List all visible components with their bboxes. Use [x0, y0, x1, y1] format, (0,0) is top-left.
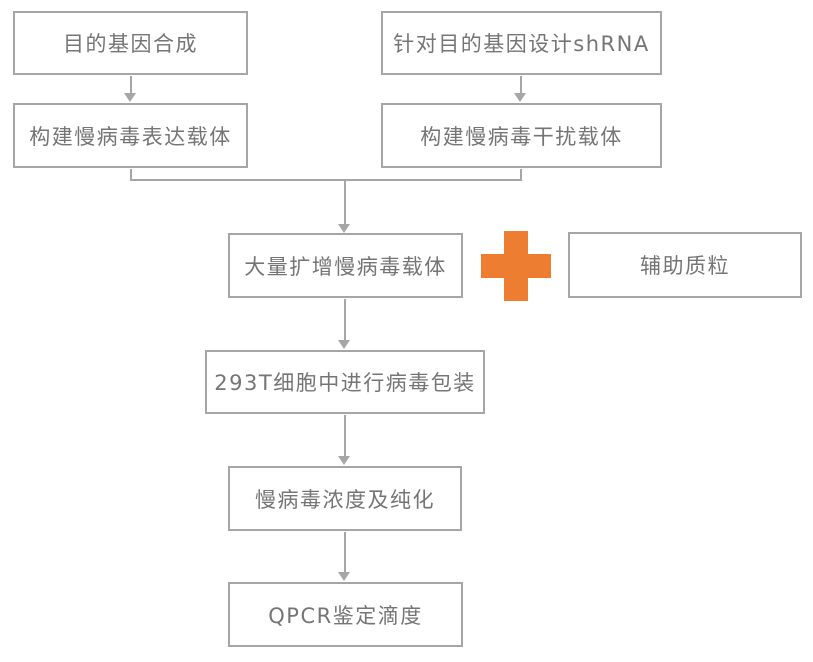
connector-line-purify-to-qpcr: [344, 532, 346, 572]
arrowhead-down-icon: [338, 572, 350, 581]
arrowhead-down-icon: [338, 224, 350, 233]
arrowhead-down-icon: [338, 340, 350, 349]
connector-stub-expression: [130, 169, 132, 181]
plus-icon-vertical-bar: [504, 231, 528, 301]
arrowhead-down-icon: [338, 456, 350, 465]
flow-node-packaging-293t: 293T细胞中进行病毒包装: [205, 350, 485, 414]
flow-node-gene-synthesis: 目的基因合成: [13, 11, 248, 75]
connector-line-amplify-to-packaging: [344, 299, 346, 340]
flow-node-helper-plasmid: 辅助质粒: [568, 232, 802, 298]
flow-node-concentrate-purify: 慢病毒浓度及纯化: [228, 466, 462, 531]
flow-node-shrna-design: 针对目的基因设计shRNA: [381, 11, 662, 75]
connector-merge-stem: [344, 181, 346, 224]
connector-line-gene-to-expression: [130, 76, 132, 94]
connector-line-shrna-to-interference: [520, 76, 522, 94]
flow-node-expression-vector: 构建慢病毒表达载体: [13, 103, 248, 168]
flow-node-amplify-vector: 大量扩增慢病毒载体: [228, 233, 463, 298]
connector-merge-horizontal: [130, 179, 522, 181]
arrowhead-down-icon: [124, 93, 136, 102]
plus-icon: [481, 231, 551, 301]
arrowhead-down-icon: [514, 93, 526, 102]
connector-line-packaging-to-purify: [344, 415, 346, 456]
flow-node-interference-vector: 构建慢病毒干扰载体: [381, 103, 662, 168]
flow-node-qpcr-titer: QPCR鉴定滴度: [228, 582, 463, 647]
connector-stub-interference: [520, 169, 522, 181]
